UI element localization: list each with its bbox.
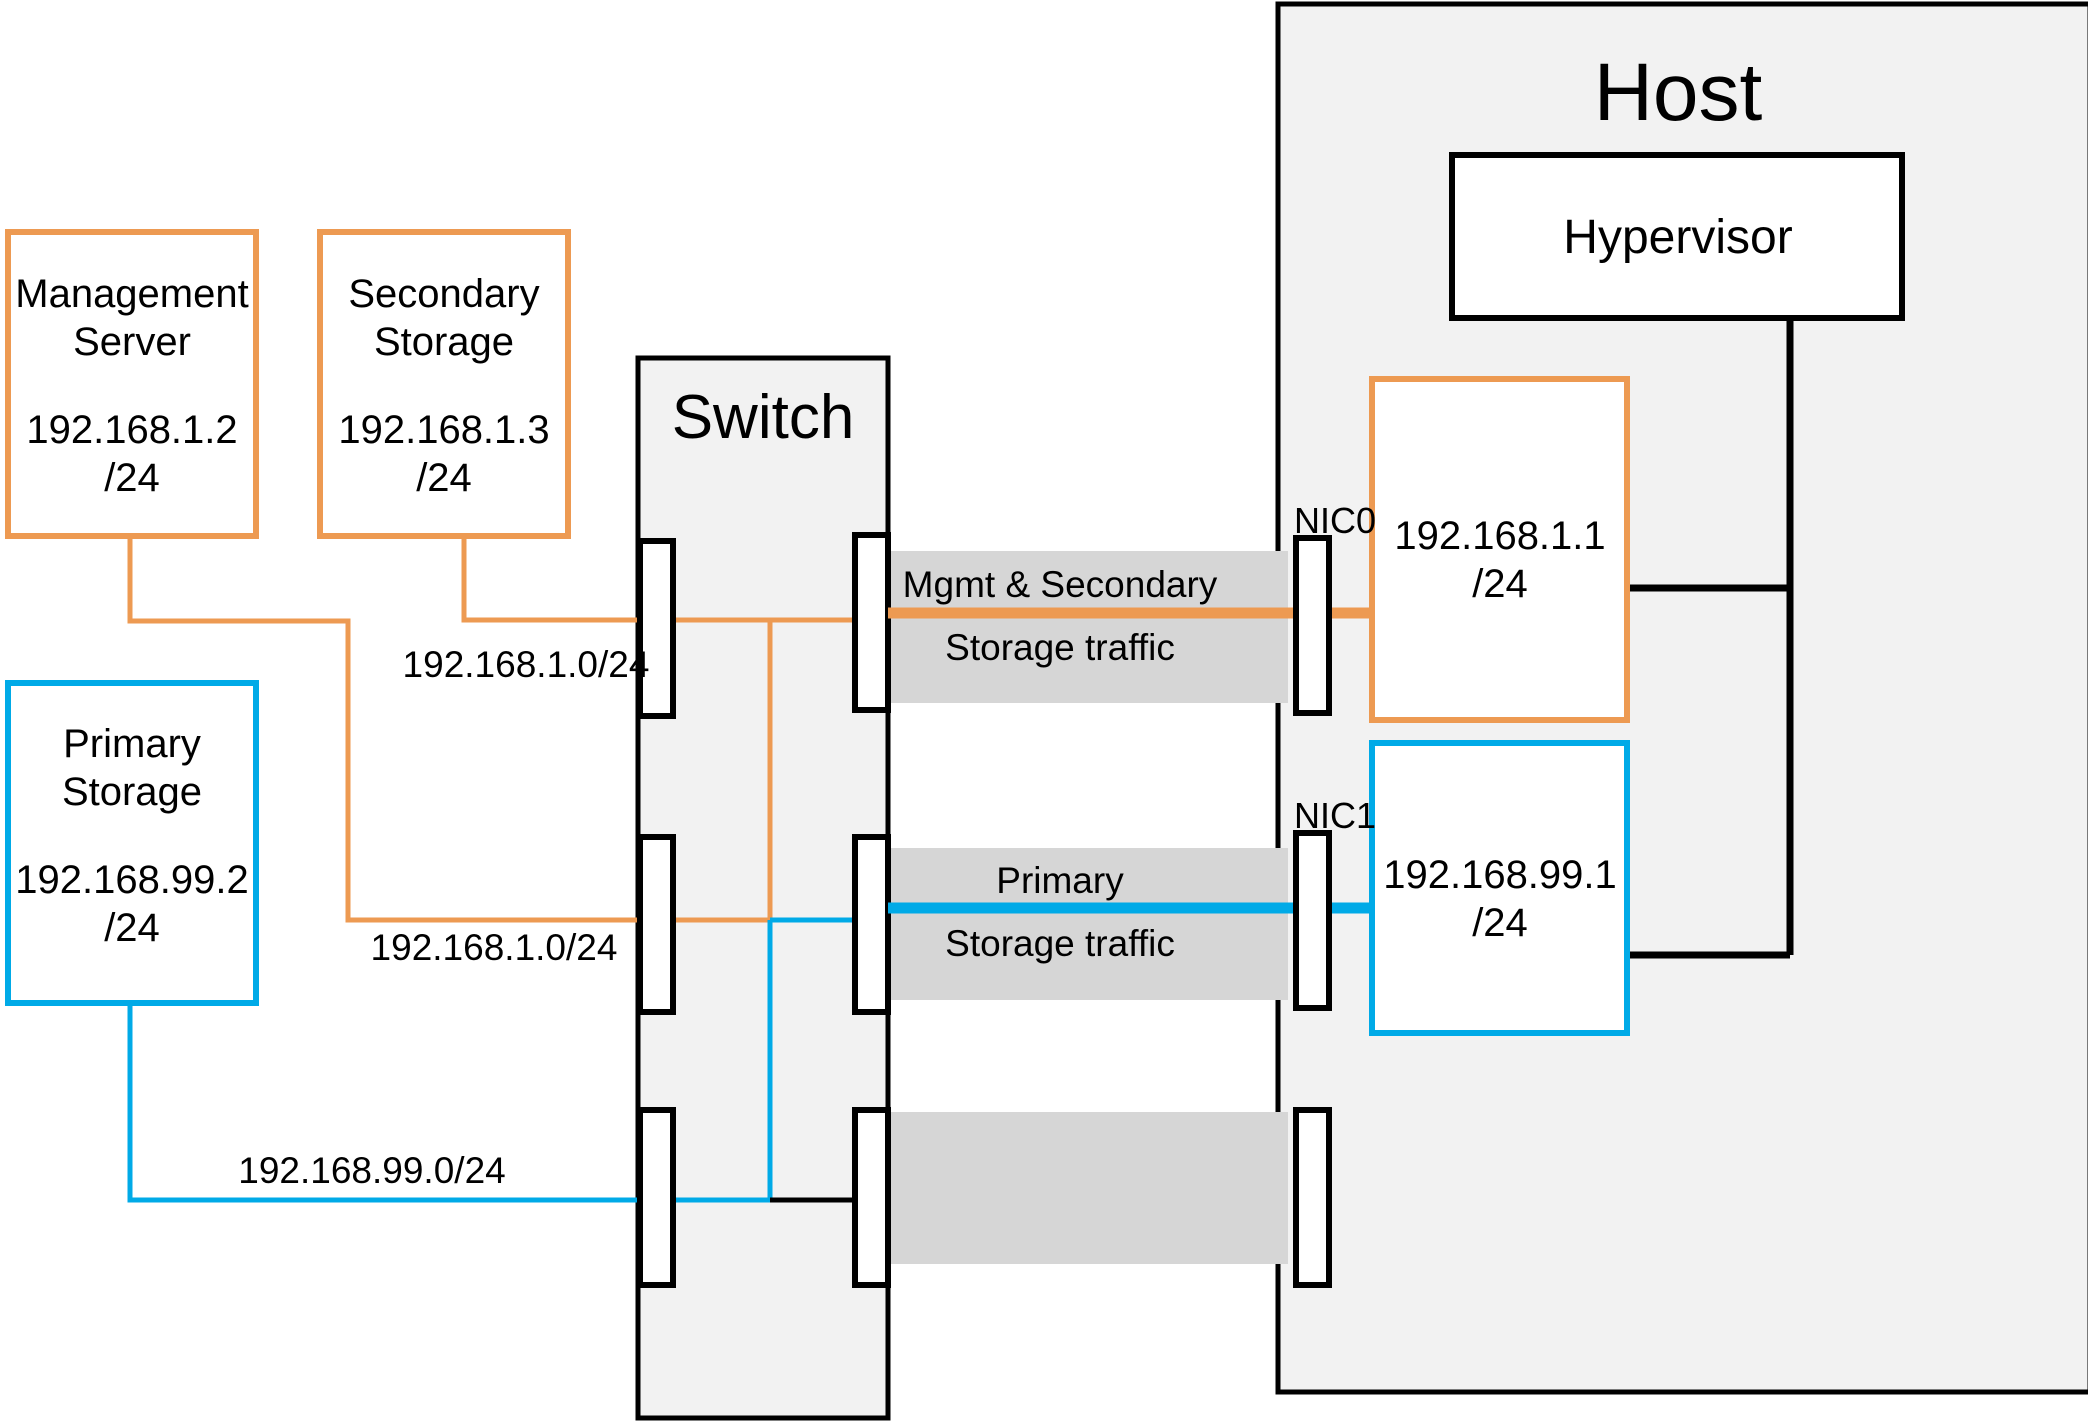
traffic-band-primary-label-line1: Primary [996, 860, 1124, 901]
management-server-name-line1: Management [15, 272, 248, 316]
switch-port-right-2[interactable] [852, 834, 891, 1015]
nic1-ip-box [1369, 740, 1630, 1036]
host-nic0-port[interactable] [1293, 535, 1332, 716]
traffic-band-primary-label-line2: Storage traffic [945, 923, 1175, 964]
management-server-ip-line1: 192.168.1.2 [26, 408, 237, 452]
traffic-band-unused [888, 1112, 1288, 1264]
host-nic1-port[interactable] [1293, 830, 1332, 1011]
cable-secondary-storage-to-switch [461, 536, 638, 623]
management-server-name-line2: Server [73, 320, 191, 364]
switch-container [635, 355, 891, 1421]
traffic-band-mgmt-label-line1: Mgmt & Secondary [903, 564, 1218, 605]
nic1-label: NIC1 [1294, 795, 1376, 836]
cable-primary-storage-to-switch [127, 1003, 638, 1203]
nic1-ip-line1: 192.168.99.1 [1383, 853, 1617, 897]
switch-port-left-1[interactable] [637, 538, 676, 719]
nic0-label: NIC0 [1294, 500, 1376, 541]
link-label-mgmt-subnet-top: 192.168.1.0/24 [403, 644, 650, 685]
primary-storage-ip-line2: /24 [104, 906, 160, 950]
switch-port-left-3[interactable] [637, 1107, 676, 1288]
nic0-ip-line1: 192.168.1.1 [1394, 514, 1605, 558]
switch-title: Switch [672, 383, 855, 452]
traffic-band-mgmt [888, 551, 1288, 703]
secondary-storage-ip-line2: /24 [416, 456, 472, 500]
secondary-storage-name-line1: Secondary [348, 272, 539, 316]
primary-storage-box [5, 680, 259, 1006]
traffic-band-primary [888, 848, 1288, 1000]
traffic-band-mgmt-label-line2: Storage traffic [945, 627, 1175, 668]
nic0-ip-box [1369, 376, 1630, 723]
secondary-storage-ip-line1: 192.168.1.3 [338, 408, 549, 452]
link-label-storage-subnet: 192.168.99.0/24 [238, 1150, 505, 1191]
switch-port-right-1[interactable] [852, 532, 891, 713]
management-server-ip-line2: /24 [104, 456, 160, 500]
nic0-ip-line2: /24 [1472, 562, 1528, 606]
primary-storage-name-line1: Primary [63, 722, 201, 766]
management-server-box [5, 229, 259, 539]
secondary-storage-name-line2: Storage [374, 320, 514, 364]
link-label-mgmt-subnet-bottom: 192.168.1.0/24 [371, 927, 618, 968]
secondary-storage-box [317, 229, 571, 539]
switch-port-right-3[interactable] [852, 1107, 891, 1288]
hypervisor-title: Hypervisor [1563, 211, 1792, 264]
nic1-ip-line2: /24 [1472, 901, 1528, 945]
host-nic2-port[interactable] [1293, 1107, 1332, 1288]
switch-port-left-2[interactable] [637, 834, 676, 1015]
primary-storage-ip-line1: 192.168.99.2 [15, 858, 249, 902]
cable-mgmt-server-to-switch [127, 536, 638, 923]
host-title: Host [1594, 47, 1763, 138]
primary-storage-name-line2: Storage [62, 770, 202, 814]
hypervisor-box [1449, 152, 1905, 321]
